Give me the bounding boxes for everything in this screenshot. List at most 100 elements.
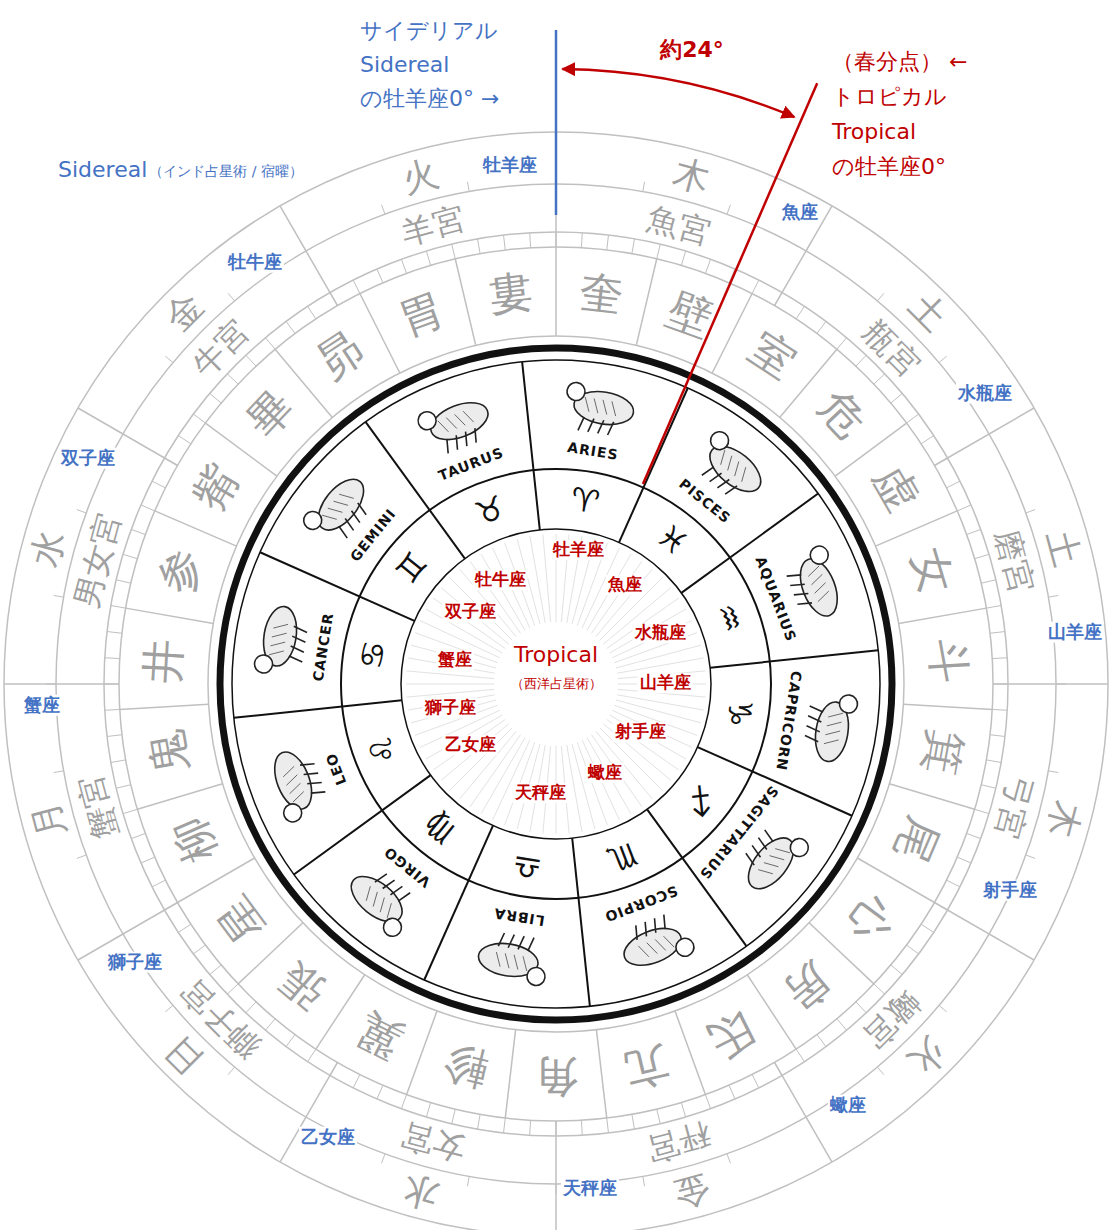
pada-tick <box>752 1075 759 1088</box>
sunburst-ray <box>433 598 505 648</box>
center-ring <box>401 529 711 839</box>
degree-tick <box>77 855 86 858</box>
mansion: 翼 <box>349 1003 411 1068</box>
sunburst-ray <box>610 715 686 759</box>
sign-divider <box>572 838 590 1006</box>
planet: 木 <box>669 151 714 200</box>
pada-tick <box>105 657 120 659</box>
mansion: 房 <box>775 952 841 1019</box>
pada-tick <box>891 965 902 975</box>
ring-line <box>104 232 1008 1136</box>
blue-note: サイデリアル Sidereal の牡羊座0° → <box>360 14 550 116</box>
pada-tick <box>681 1103 685 1117</box>
sign-en: ARIES <box>566 439 619 463</box>
pada-tick <box>837 1019 847 1030</box>
sign-en: LEO <box>322 750 349 787</box>
mansion: 女 <box>902 543 963 600</box>
sign-en: AQUARIUS <box>753 555 800 645</box>
mansion-divider <box>675 1011 705 1095</box>
pada-tick <box>817 321 826 333</box>
pada-tick <box>353 1075 360 1088</box>
sign-figure <box>561 381 637 438</box>
pada-tick <box>105 709 120 711</box>
sunburst-ray <box>406 684 494 685</box>
degree-tick <box>989 934 998 939</box>
pada-tick <box>975 809 989 813</box>
pada-tick <box>981 580 996 583</box>
sign-blue: 魚座 <box>780 202 820 223</box>
ring-line <box>56 184 1056 1184</box>
sidereal-rings <box>4 132 1108 1230</box>
pada-tick <box>452 1109 455 1124</box>
sign-en: VIRGO <box>381 844 434 891</box>
sign-glyph: ♉ <box>470 489 510 534</box>
planet: 土 <box>901 285 956 340</box>
pada-tick <box>107 632 122 634</box>
pada-tick <box>947 481 960 488</box>
pada-tick <box>986 606 1001 609</box>
pada-tick <box>426 1103 430 1117</box>
pada-tick <box>401 259 406 273</box>
planet: 日 <box>157 1029 212 1084</box>
pada-tick <box>353 280 360 293</box>
pada-tick <box>581 233 583 248</box>
pada-tick <box>934 458 947 466</box>
pada-tick <box>246 355 256 366</box>
degree-tick <box>1048 595 1058 597</box>
pada-tick <box>265 338 275 349</box>
palace: 秤宮 <box>643 1116 714 1168</box>
mansion: 昴 <box>308 322 373 388</box>
pada-tick <box>705 259 710 273</box>
mansion-divider <box>889 784 974 810</box>
mansion: 斗 <box>922 638 975 685</box>
pada-tick <box>581 1120 583 1135</box>
degree-tick <box>301 1117 306 1126</box>
sign-glyph: ♊ <box>389 545 436 590</box>
pada-tick <box>729 1085 735 1099</box>
sign-red: 双子座 <box>443 602 498 622</box>
pada-tick <box>111 606 126 609</box>
pada-tick <box>178 924 191 932</box>
palace-divider <box>934 408 1034 466</box>
mansion: 鬼 <box>140 726 197 778</box>
pada-tick <box>657 244 660 259</box>
planet: 金 <box>157 285 212 340</box>
sunburst-ray <box>587 738 631 814</box>
pada-tick <box>286 1035 295 1047</box>
pada-tick <box>632 239 635 254</box>
pada-tick <box>246 1002 256 1013</box>
palace-divider <box>555 1121 557 1230</box>
sign-figure <box>802 689 859 765</box>
planet: 木 <box>1039 797 1088 842</box>
pada-tick <box>992 657 1007 659</box>
sunburst-ray <box>567 745 582 832</box>
wheel-rim <box>232 360 880 1008</box>
pada-tick <box>556 1121 557 1136</box>
degree-tick <box>939 1005 947 1011</box>
mansion: 柳 <box>163 809 227 869</box>
red-deg: 約24° <box>660 37 724 62</box>
trop-sub: （西洋占星術） <box>509 677 604 692</box>
degree-tick <box>727 205 730 214</box>
glyph-ring <box>341 469 771 899</box>
planet: 土 <box>1039 525 1088 570</box>
pada-tick <box>377 269 383 283</box>
sign-blue: 水瓶座 <box>956 383 1014 404</box>
sidereal-zero-line <box>555 30 558 215</box>
pada-tick <box>286 321 295 333</box>
sign-blue: 蟹座 <box>22 695 62 716</box>
mansion: 婁 <box>486 266 536 321</box>
pada-tick <box>556 232 557 247</box>
sign-en: TAURUS <box>437 444 507 484</box>
mansion-divider <box>455 259 476 346</box>
sunburst-ray <box>617 695 704 710</box>
sunburst-ray <box>530 536 545 623</box>
mansion: 張 <box>270 952 336 1019</box>
pada-tick <box>116 785 131 788</box>
palace-divider <box>775 1062 833 1162</box>
pada-tick <box>131 529 145 534</box>
mansion: 虚 <box>863 456 929 519</box>
pada-tick <box>104 684 119 685</box>
sign-red: 蟹座 <box>436 650 474 670</box>
sunburst-ray <box>426 715 502 759</box>
